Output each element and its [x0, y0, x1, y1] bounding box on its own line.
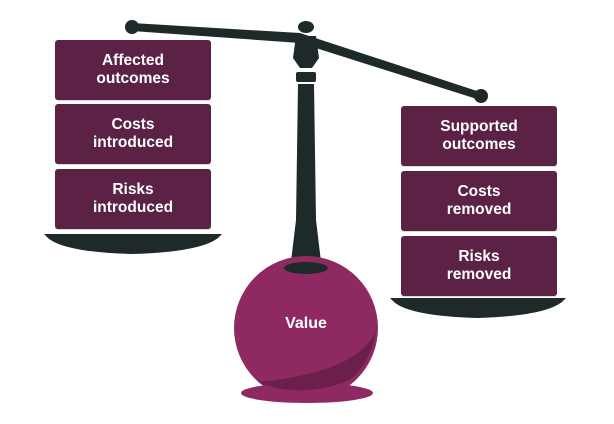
right-pan-plate	[390, 298, 566, 318]
beam-left-knob	[125, 20, 139, 34]
left-item-costs-introduced: Costs introduced	[55, 104, 211, 164]
value-sphere-neck	[284, 262, 328, 274]
scale-column	[290, 84, 322, 270]
value-label: Value	[285, 315, 327, 332]
right-item-costs-removed: Costs removed	[401, 171, 557, 231]
left-item-risks-introduced: Risks introduced	[55, 169, 211, 229]
right-item-supported-outcomes: Supported outcomes	[401, 106, 557, 166]
finial-body	[293, 36, 319, 68]
right-item-risks-removed: Risks removed	[401, 236, 557, 296]
left-pan-plate	[44, 234, 222, 254]
left-item-affected-outcomes: Affected outcomes	[55, 40, 211, 100]
beam-right-knob	[474, 89, 488, 103]
finial-collar	[296, 72, 316, 82]
finial-top	[298, 21, 314, 33]
value-sphere-shadow	[258, 330, 376, 391]
